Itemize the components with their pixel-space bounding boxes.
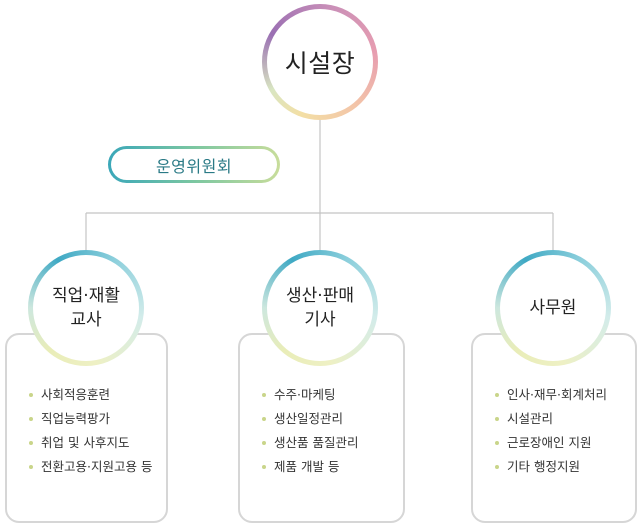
bullet-icon (495, 441, 499, 445)
list-item: 인사·재무·회계처리 (495, 383, 607, 407)
bullet-icon (29, 393, 33, 397)
bullet-icon (29, 465, 33, 469)
bullet-icon (495, 465, 499, 469)
committee-node: 운영위원회 (108, 146, 280, 183)
role-title-1-line1: 직업·재활 (52, 286, 120, 306)
list-item: 취업 및 사후지도 (29, 431, 152, 455)
list-item: 생산일정관리 (262, 407, 358, 431)
role-title-2-line1: 생산·판매 (286, 286, 354, 306)
role-node-2: 생산·판매 기사 (262, 250, 378, 366)
role-title-2-line2: 기사 (304, 310, 336, 330)
bullet-icon (262, 465, 266, 469)
bullet-icon (29, 417, 33, 421)
list-item: 기타 행정지원 (495, 455, 607, 479)
list-item: 근로장애인 지원 (495, 431, 607, 455)
list-item: 전환고용·지원고용 등 (29, 455, 152, 479)
role-title-3-line1: 사무원 (529, 298, 577, 318)
bullet-icon (495, 417, 499, 421)
list-item: 사회적응훈련 (29, 383, 152, 407)
list-item: 시설관리 (495, 407, 607, 431)
list-item: 수주·마케팅 (262, 383, 358, 407)
role-node-3: 사무원 (495, 250, 611, 366)
role-list-2: 수주·마케팅 생산일정관리 생산품 품질관리 제품 개발 등 (262, 383, 358, 479)
director-title: 시설장 (284, 49, 356, 78)
bullet-icon (262, 417, 266, 421)
role-node-1: 직업·재활 교사 (28, 250, 144, 366)
list-item: 직업능력팡가 (29, 407, 152, 431)
bullet-icon (495, 393, 499, 397)
list-item: 생산품 품질관리 (262, 431, 358, 455)
director-node: 시설장 (262, 4, 378, 120)
bullet-icon (29, 441, 33, 445)
bullet-icon (262, 441, 266, 445)
role-list-3: 인사·재무·회계처리 시설관리 근로장애인 지원 기타 행정지원 (495, 383, 607, 479)
role-title-1-line2: 교사 (70, 310, 102, 330)
committee-label: 운영위원회 (111, 149, 277, 180)
role-card-2: 수주·마케팅 생산일정관리 생산품 품질관리 제품 개발 등 (238, 333, 405, 523)
list-item: 제품 개발 등 (262, 455, 358, 479)
role-list-1: 사회적응훈련 직업능력팡가 취업 및 사후지도 전환고용·지원고용 등 (29, 383, 152, 479)
bullet-icon (262, 393, 266, 397)
